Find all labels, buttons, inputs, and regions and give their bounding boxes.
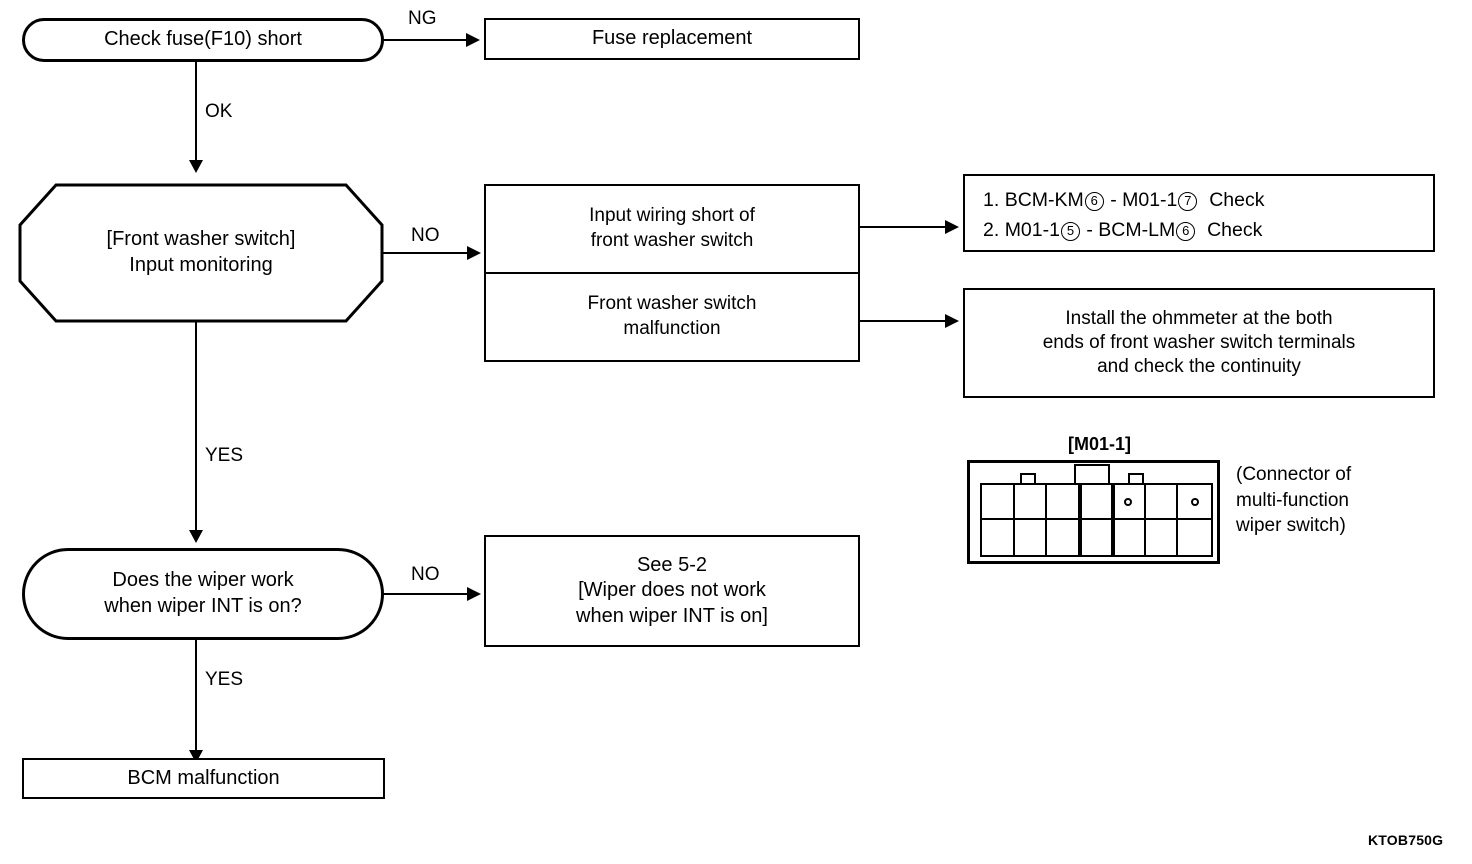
edge-no1-line [382, 252, 470, 254]
pin-cell-r2c1 [982, 520, 1015, 555]
edge-to-bcm-checks-arrow [945, 220, 959, 234]
pin-cell-r2c6 [1146, 520, 1179, 555]
pin-cell-r1c1 [982, 485, 1015, 520]
connector-tab-left [1020, 473, 1036, 485]
edge-to-bcm-checks-line [860, 226, 948, 228]
node-switch-malfunction: Front washer switch malfunction [486, 274, 858, 360]
node-fuse-replacement: Fuse replacement [484, 18, 860, 60]
node-switch-malfunction-line1: Front washer switch [587, 293, 757, 315]
edge-label-ng: NG [408, 8, 437, 29]
node-input-wiring-short-line1: Input wiring short of [589, 205, 755, 227]
edge-no1-arrow [467, 246, 481, 260]
pin-cell-r1c5 [1112, 485, 1146, 520]
bcm-check-item-1-mid: - M01-1 [1110, 189, 1178, 211]
node-ohmmeter-line3: and check the continuity [1097, 356, 1301, 378]
bcm-check-item-2-pre: M01-1 [1004, 219, 1060, 242]
node-see-5-2-line2: [Wiper does not work [578, 579, 766, 602]
edge-to-ohmmeter-line [860, 320, 948, 322]
node-ohmmeter-line2: ends of front washer switch terminals [1042, 331, 1356, 353]
connector-separator-left [1079, 483, 1082, 557]
connector-caption-line3: wiper switch) [1236, 515, 1346, 537]
bcm-check-item-1-index: 1. [983, 189, 1000, 211]
edge-ng-arrow [466, 33, 480, 47]
edge-ok-arrow [189, 160, 203, 173]
pin-cell-r1c4 [1080, 485, 1113, 520]
edge-label-yes-1: YES [205, 445, 244, 466]
pin-cell-r1c7 [1178, 485, 1211, 520]
connector-tab-center [1074, 464, 1110, 485]
connector-housing [967, 460, 1220, 564]
node-switch-malfunction-line2: malfunction [623, 318, 721, 339]
connector-title: [M01-1] [1068, 434, 1132, 454]
node-see-5-2-line1: See 5-2 [636, 553, 708, 576]
edge-label-yes-2: YES [205, 669, 244, 690]
edge-yes2-line [195, 640, 197, 755]
bcm-check-item-1-circle-1: 6 [1084, 192, 1104, 211]
pin-dot-r1c7 [1190, 497, 1199, 506]
connector-caption-line1: (Connector of [1236, 464, 1352, 485]
bcm-check-item-1-circle-2: 7 [1178, 192, 1198, 211]
node-see-5-2-line3: when wiper INT is on] [576, 604, 768, 627]
connector-tab-right [1128, 473, 1144, 485]
figure-code: KTOB750G [1368, 832, 1444, 848]
node-front-washer-switch-line2: Input monitoring [129, 254, 273, 276]
edge-label-no-1: NO [411, 225, 440, 246]
edge-to-ohmmeter-arrow [945, 314, 959, 328]
pin-dot-r1c5 [1124, 497, 1133, 506]
node-front-washer-switch: [Front washer switch] Input monitoring [18, 183, 384, 323]
pin-cell-r2c3 [1047, 520, 1081, 555]
cause-split-divider [486, 272, 858, 274]
node-front-washer-switch-text: [Front washer switch] Input monitoring [18, 227, 384, 278]
pin-cell-r2c4 [1080, 520, 1113, 555]
pin-cell-r2c7 [1178, 520, 1211, 555]
bcm-check-item-2-index: 2. [983, 219, 1000, 242]
node-bcm-malfunction: BCM malfunction [22, 758, 385, 799]
edge-no2-arrow [467, 587, 481, 601]
node-fuse-replacement-label: Fuse replacement [591, 27, 753, 50]
node-check-fuse-label: Check fuse(F10) short [104, 28, 302, 51]
node-cause-split-box: Input wiring short of front washer switc… [484, 184, 860, 362]
pin-cell-r1c3 [1047, 485, 1081, 520]
node-input-wiring-short-line2: front washer switch [590, 230, 754, 251]
bcm-check-item-1-post: Check [1209, 189, 1265, 211]
pin-cell-r1c6 [1145, 485, 1179, 520]
node-wiper-int-question: Does the wiper work when wiper INT is on… [22, 548, 384, 640]
node-wiper-int-question-line2: when wiper INT is on? [104, 595, 302, 617]
connector-separator-right [1112, 483, 1115, 557]
edge-label-no-2: NO [411, 564, 440, 585]
pin-cell-r2c5 [1113, 520, 1146, 555]
node-see-5-2: See 5-2 [Wiper does not work when wiper … [484, 535, 860, 647]
bcm-check-item-2-circle-2: 6 [1176, 222, 1196, 242]
edge-ok-line [195, 62, 197, 165]
node-wiper-int-question-line1: Does the wiper work [112, 569, 294, 592]
edge-ng-line [384, 39, 469, 41]
edge-yes1-line [195, 322, 197, 534]
bcm-check-item-2-mid: - BCM-LM [1086, 219, 1176, 242]
node-input-wiring-short: Input wiring short of front washer switc… [486, 186, 858, 272]
pin-cell-r2c2 [1015, 520, 1048, 555]
edge-yes1-arrow [189, 530, 203, 543]
connector-pin-grid [980, 483, 1213, 557]
node-ohmmeter-line1: Install the ohmmeter at the both [1065, 307, 1333, 329]
node-check-fuse: Check fuse(F10) short [22, 18, 384, 62]
pin-cell-r1c2 [1014, 485, 1048, 520]
node-front-washer-switch-line1: [Front washer switch] [106, 228, 296, 251]
edge-label-ok: OK [205, 101, 233, 122]
connector-caption: (Connector of multi-function wiper switc… [1236, 462, 1351, 539]
bcm-check-item-1-pre: BCM-KM [1004, 189, 1084, 211]
octagon-outline [18, 183, 384, 323]
connector-caption-line2: multi-function [1236, 489, 1349, 511]
bcm-check-item-2-post: Check [1207, 219, 1263, 242]
bcm-check-item-2-circle-1: 5 [1060, 222, 1080, 242]
edge-no2-line [382, 593, 470, 595]
node-ohmmeter-instruction: Install the ohmmeter at the both ends of… [963, 288, 1435, 398]
node-bcm-malfunction-label: BCM malfunction [127, 766, 280, 789]
